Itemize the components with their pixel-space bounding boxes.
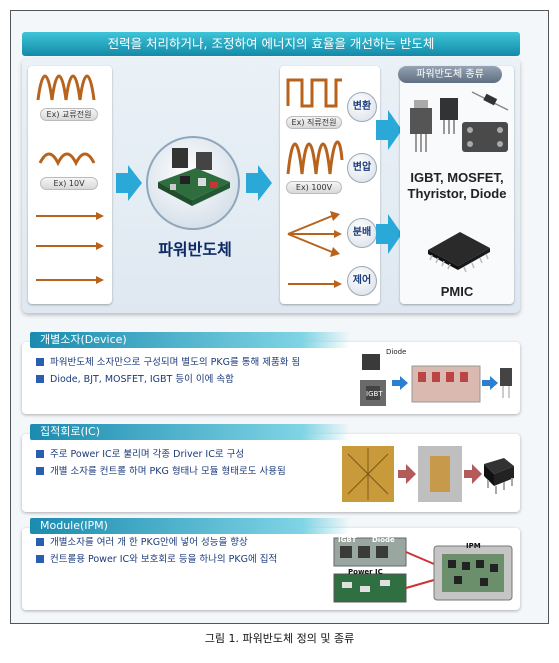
- device-bullet-2: Diode, BJT, MOSFET, IGBT 등이 이에 속함: [36, 373, 234, 386]
- diode-image-label: Diode: [386, 348, 407, 356]
- low-voltage-wave-graphic: [38, 152, 96, 167]
- distribution-arrows-graphic: [287, 211, 342, 288]
- arrow-right-icon: [376, 214, 402, 254]
- arrow-right-icon: [246, 165, 272, 201]
- pmic-chip-graphic: [428, 232, 490, 273]
- discrete-devices-graphic: [410, 91, 509, 152]
- diode-module-label: Diode: [372, 536, 395, 544]
- discrete-types-line2: Thyristor, Diode: [407, 186, 507, 201]
- input-label-ac: Ex) 교류전원: [40, 108, 98, 121]
- bullet-icon: [36, 450, 44, 458]
- definition-header: 전력을 처리하거나, 조정하여 에너지의 효율을 개선하는 반도체: [22, 32, 520, 56]
- ic-section-title: 집적회로(IC): [30, 424, 350, 440]
- arrow-right-icon: [116, 165, 142, 201]
- function-transform: 변압: [347, 153, 377, 183]
- igbt-module-label: IGBT: [338, 536, 357, 544]
- module-bullet-2: 컨트롤용 Power IC와 보호회로 등을 하나의 PKG에 집적: [36, 553, 277, 566]
- device-bullet-1: 파워반도체 소자만으로 구성되며 별도의 PKG를 통해 제품화 됨: [36, 356, 300, 369]
- function-control: 제어: [347, 266, 377, 296]
- module-section-title: Module(IPM): [30, 518, 350, 534]
- bullet-icon: [36, 375, 44, 383]
- ipm-module-label: IPM: [466, 542, 481, 550]
- output-label-100v: Ex) 100V: [286, 181, 342, 194]
- ic-type-label: PMIC: [440, 284, 474, 299]
- circuit-board-graphic: [158, 148, 230, 206]
- module-bullet-1: 개별소자를 여러 개 한 PKG안에 넣어 성능을 향상: [36, 536, 248, 549]
- figure-caption: 그림 1. 파워반도체 정의 및 종류: [204, 632, 355, 645]
- function-distribute: 분배: [347, 218, 377, 248]
- function-convert: 변환: [347, 92, 377, 122]
- ic-bullet-1: 주로 Power IC로 불리며 각종 Driver IC로 구성: [36, 448, 244, 461]
- input-label-10v: Ex) 10V: [40, 177, 98, 190]
- arrow-right-icon: [376, 110, 402, 150]
- bullet-icon: [36, 555, 44, 563]
- device-package-graphic: [360, 354, 512, 406]
- bullet-icon: [36, 467, 44, 475]
- bullet-icon: [36, 538, 44, 546]
- igbt-image-label: IGBT: [366, 390, 383, 398]
- bullet-icon: [36, 358, 44, 366]
- center-label: 파워반도체: [158, 240, 232, 259]
- types-header: 파워반도체 종류: [398, 66, 502, 83]
- dc-square-wave-graphic: [286, 78, 342, 108]
- input-arrows-graphic: [36, 212, 104, 284]
- ac-wave-graphic: [36, 74, 96, 101]
- ic-package-graphic: [342, 446, 514, 502]
- ic-bullet-2: 개별 소자를 컨트롤 하며 PKG 형태나 모듈 형태로도 사용됨: [36, 465, 286, 478]
- output-label-dc: Ex) 직류전원: [286, 116, 342, 129]
- high-voltage-wave-graphic: [286, 140, 344, 175]
- discrete-types-line1: IGBT, MOSFET,: [410, 170, 504, 185]
- power-ic-module-label: Power IC: [348, 568, 383, 576]
- ipm-module-graphic: [333, 537, 513, 603]
- device-section-title: 개별소자(Device): [30, 332, 350, 348]
